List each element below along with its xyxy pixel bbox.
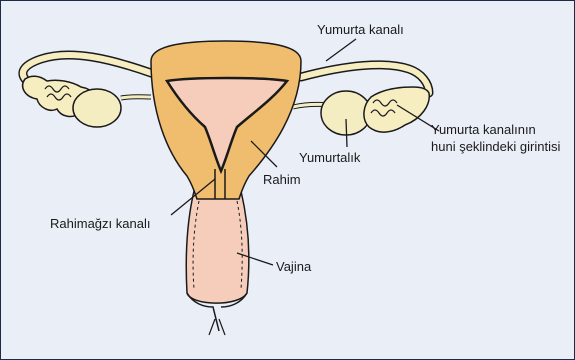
label-infundibulum-line1: Yumurta kanalının — [431, 122, 536, 137]
left-ovary — [73, 89, 151, 127]
right-ovary — [293, 91, 371, 135]
label-uterus: Rahim — [263, 172, 301, 187]
label-vagina: Vajina — [276, 259, 312, 274]
right-fimbriae — [364, 87, 429, 132]
leader-fallopian-tube — [326, 39, 356, 61]
label-fallopian-tube: Yumurta kanalı — [317, 22, 404, 37]
label-cervical-canal: Rahimağzı kanalı — [50, 216, 150, 231]
vagina — [186, 191, 249, 335]
label-ovary: Yumurtalık — [299, 150, 361, 165]
label-infundibulum-line2: huni şeklindeki girintisi — [431, 139, 560, 154]
